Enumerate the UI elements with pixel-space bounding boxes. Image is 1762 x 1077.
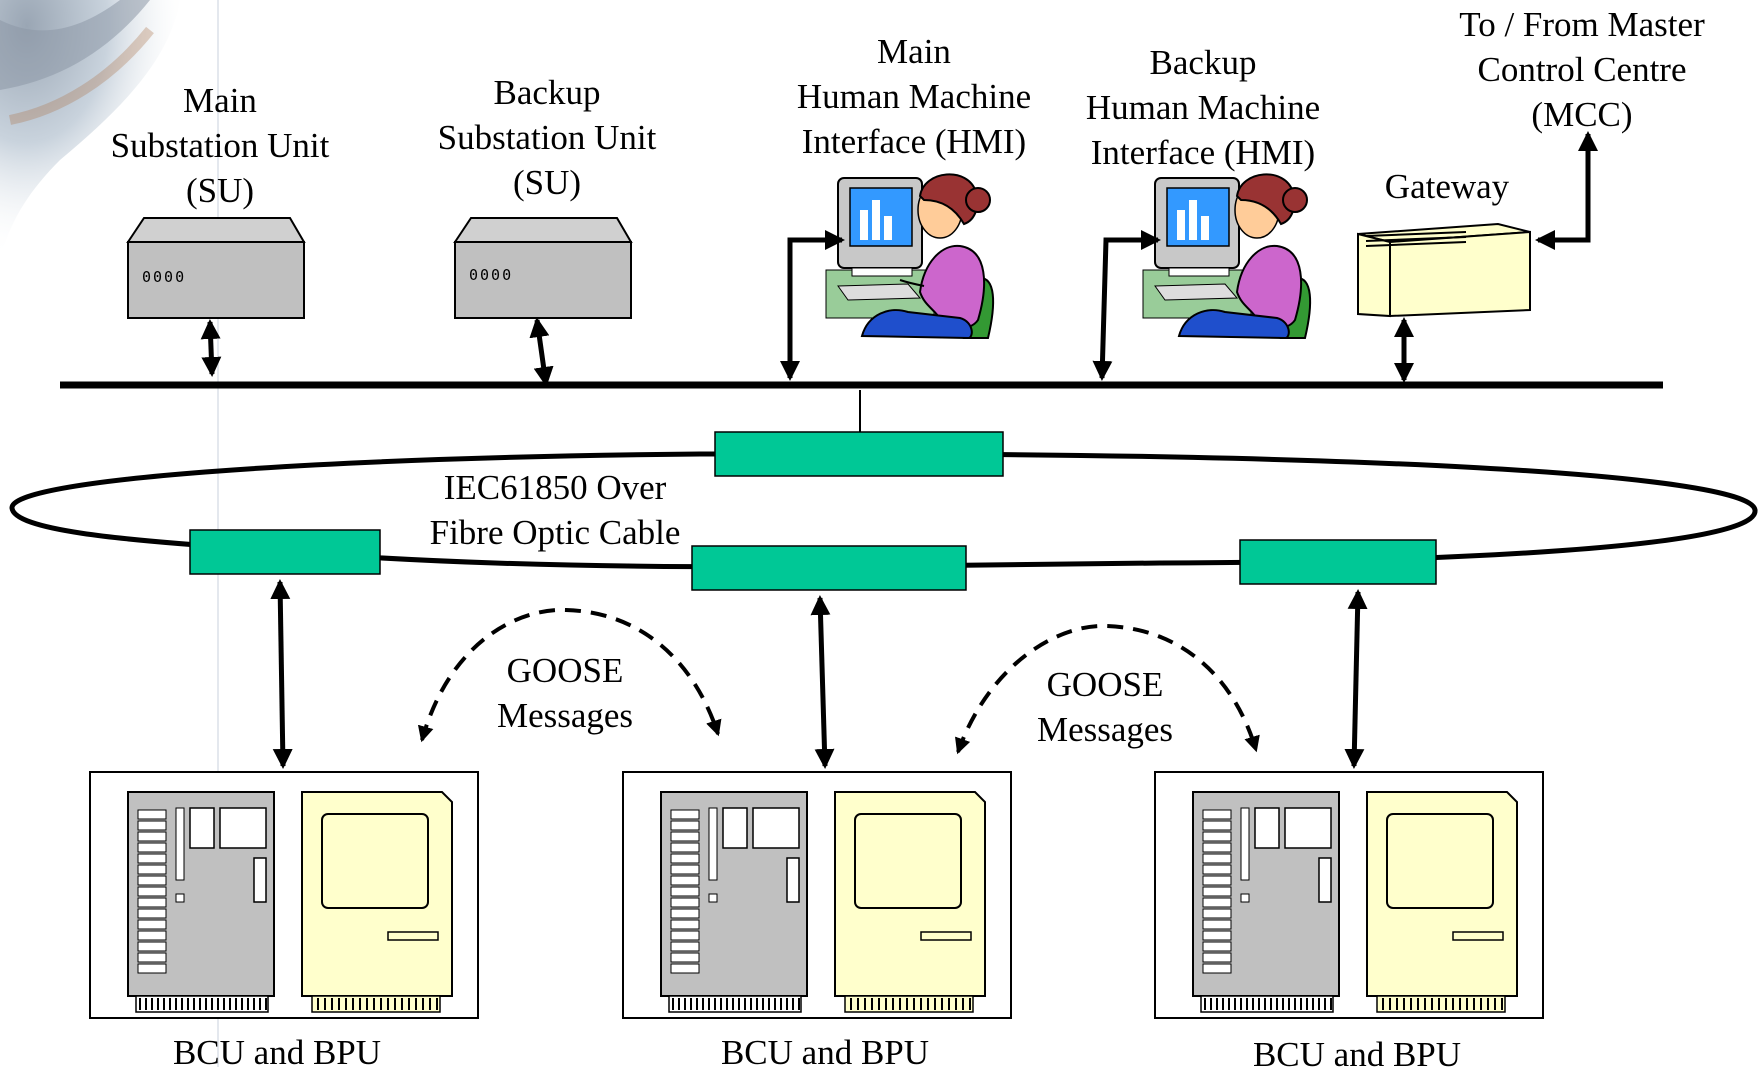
gateway-label: Gateway bbox=[1384, 167, 1510, 206]
label-line: Human Machine bbox=[1085, 88, 1321, 127]
label-line: To / From Master bbox=[1459, 5, 1705, 44]
label-line: (MCC) bbox=[1531, 95, 1633, 134]
bcu-icon bbox=[127, 791, 275, 1013]
bay-unit bbox=[622, 771, 1012, 1019]
label-line: Backup bbox=[1149, 43, 1257, 82]
master-control-centre-label: To / From Master Control Centre (MCC) bbox=[1459, 2, 1704, 137]
label-line: GOOSE bbox=[506, 651, 624, 690]
ring-label: IEC61850 Over Fibre Optic Cable bbox=[430, 465, 681, 555]
label-line: Messages bbox=[1036, 710, 1174, 749]
label-line: Human Machine bbox=[796, 77, 1032, 116]
switch-right bbox=[1239, 539, 1437, 585]
label-line: Main bbox=[183, 81, 257, 120]
label-line: GOOSE bbox=[1046, 665, 1164, 704]
backup-hmi-operator-icon bbox=[1142, 173, 1312, 340]
goose-label-right: GOOSE Messages bbox=[1037, 662, 1173, 752]
bay-3-label: BCU and BPU bbox=[1252, 1035, 1462, 1074]
decorative-corner-image bbox=[0, 0, 219, 1067]
bay-unit bbox=[89, 771, 479, 1019]
bay-unit bbox=[1154, 771, 1544, 1019]
switch-left bbox=[189, 529, 381, 575]
bcu-icon bbox=[1192, 791, 1340, 1013]
label-line: Substation Unit bbox=[110, 126, 330, 165]
bpu-icon bbox=[1366, 791, 1518, 1013]
goose-label-left: GOOSE Messages bbox=[497, 648, 633, 738]
label-line: Interface (HMI) bbox=[1090, 133, 1316, 172]
bpu-icon bbox=[834, 791, 986, 1013]
label-line: Interface (HMI) bbox=[801, 122, 1027, 161]
switch-top bbox=[714, 431, 1004, 477]
su-panel-indicator: 0000 bbox=[469, 266, 513, 284]
label-line: Control Centre bbox=[1477, 50, 1687, 89]
main-substation-unit-icon: 0000 bbox=[126, 217, 306, 319]
main-hmi-operator-icon bbox=[825, 173, 995, 340]
label-line: Main bbox=[877, 32, 951, 71]
bay-1-label: BCU and BPU bbox=[172, 1033, 382, 1072]
label-line: (SU) bbox=[512, 163, 582, 202]
backup-hmi-label: Backup Human Machine Interface (HMI) bbox=[1086, 40, 1320, 175]
bpu-icon bbox=[301, 791, 453, 1013]
goose-message-arcs bbox=[417, 607, 1260, 755]
bays bbox=[89, 771, 1544, 1019]
fibre-optic-ring bbox=[9, 390, 1758, 570]
label-line: Fibre Optic Cable bbox=[429, 513, 681, 552]
su-panel-indicator: 0000 bbox=[142, 268, 186, 286]
label-line: Backup bbox=[493, 73, 601, 112]
bus-connections bbox=[200, 131, 1598, 387]
backup-su-label: Backup Substation Unit (SU) bbox=[438, 70, 657, 205]
main-su-label: Main Substation Unit (SU) bbox=[111, 78, 330, 213]
switch-middle bbox=[691, 545, 967, 591]
backup-substation-unit-icon: 0000 bbox=[453, 217, 633, 319]
bay-2-label: BCU and BPU bbox=[720, 1033, 930, 1072]
gateway-icon bbox=[1357, 222, 1531, 318]
bay-connections bbox=[270, 579, 1368, 769]
label-line: Messages bbox=[496, 696, 634, 735]
main-hmi-label: Main Human Machine Interface (HMI) bbox=[797, 29, 1031, 164]
label-line: IEC61850 Over bbox=[443, 468, 667, 507]
bcu-icon bbox=[660, 791, 808, 1013]
label-line: (SU) bbox=[185, 171, 255, 210]
label-line: Substation Unit bbox=[437, 118, 657, 157]
network-switches bbox=[189, 431, 1437, 591]
